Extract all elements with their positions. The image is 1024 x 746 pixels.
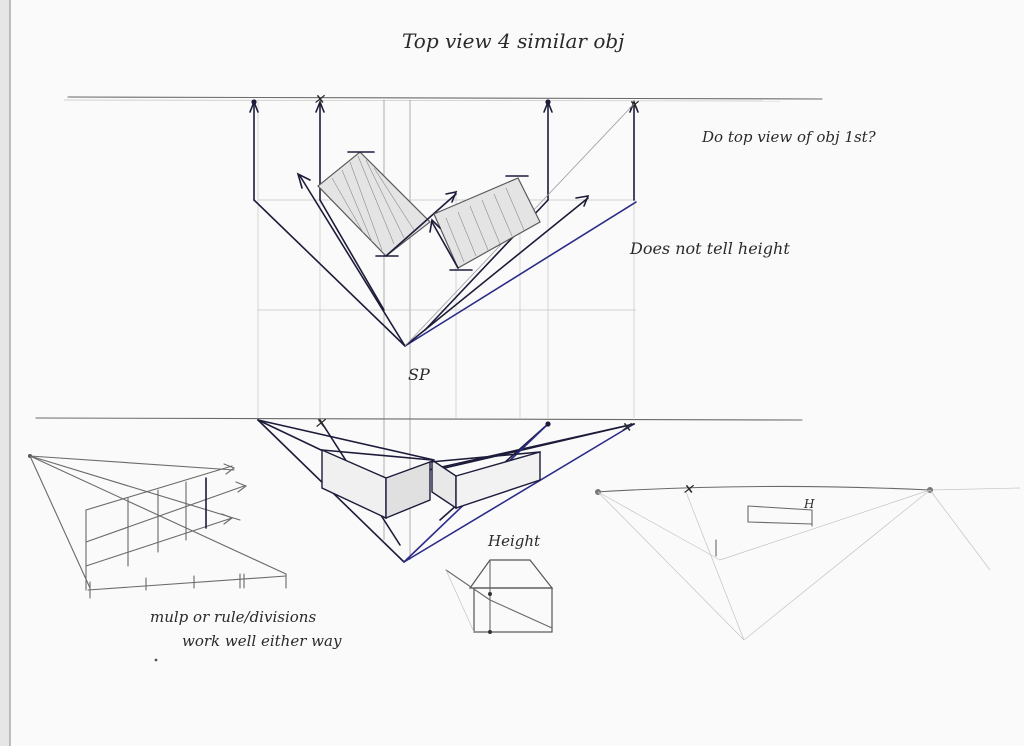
perspective-box [321, 448, 387, 520]
perspective-diagram: ✕ ✕ [35, 416, 803, 563]
title-text: Top view 4 similar obj [402, 29, 624, 53]
vanishing-x-mark: ✕ [313, 92, 326, 108]
picture-plane-line [67, 96, 823, 100]
horizon-line [35, 417, 803, 421]
vanishing-x-mark: ✕ [682, 482, 695, 498]
multiply-note-line2: work well either way [182, 632, 342, 650]
vanishing-dot [545, 99, 551, 105]
h-label: H [803, 497, 815, 511]
station-point-label: SP [408, 365, 430, 384]
vanishing-x-mark: ✕ [627, 98, 640, 114]
perspective-box [431, 458, 457, 510]
height-house-sketch [445, 559, 554, 634]
object-top-view [317, 151, 431, 257]
vanishing-x-mark: ✕ [314, 416, 327, 432]
vanishing-dot [545, 421, 551, 427]
height-label: Height [487, 532, 541, 550]
vanishing-dot [251, 99, 257, 105]
paper-edge [0, 0, 10, 746]
multiply-sketch [28, 454, 287, 599]
multiply-note-line1: mulp or rule/divisions [150, 608, 316, 626]
top-view-note: Do top view of obj 1st? [701, 128, 877, 146]
height-note: Does not tell height [629, 239, 790, 258]
right-perspective-sketch: ✕ [595, 482, 1021, 641]
vanishing-x-mark: ✕ [620, 420, 633, 436]
top-view-diagram: ✕ ✕ S [63, 92, 823, 560]
object-top-view [433, 177, 541, 269]
